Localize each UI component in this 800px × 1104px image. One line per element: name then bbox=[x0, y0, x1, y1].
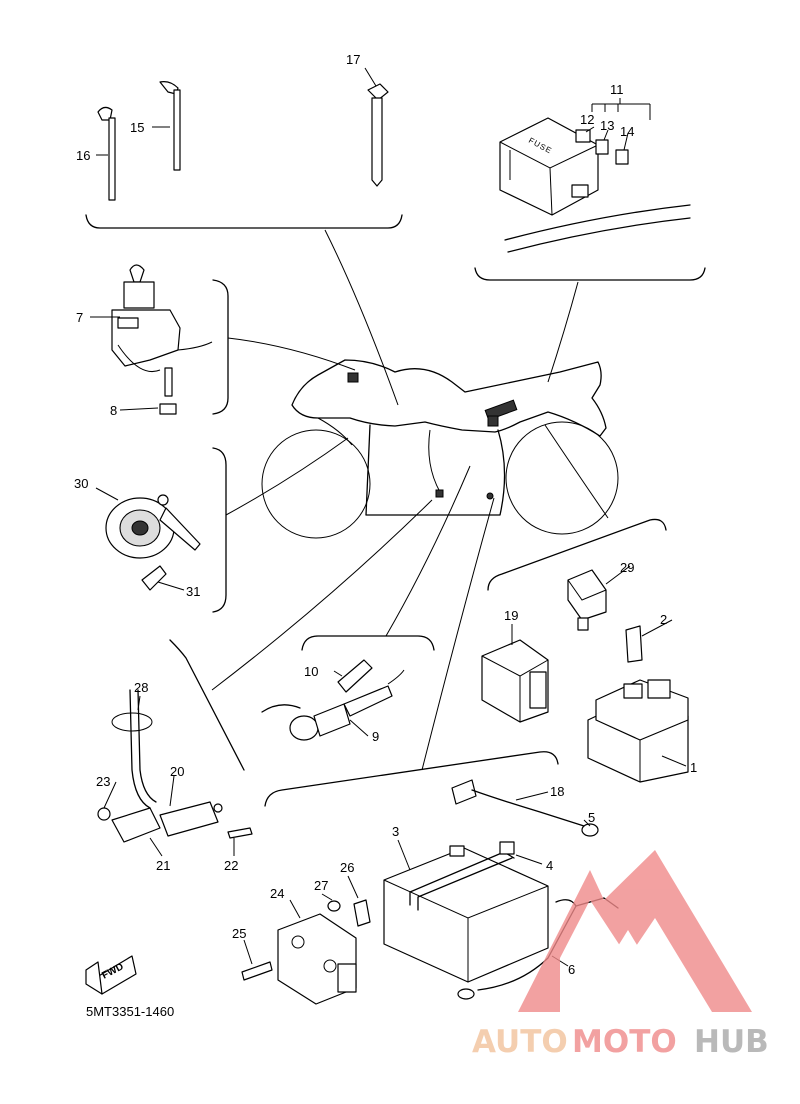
callout-26: 26 bbox=[340, 860, 354, 875]
sensor-9 bbox=[261, 669, 405, 741]
rectifier bbox=[241, 899, 371, 1005]
callout-17: 17 bbox=[346, 52, 360, 67]
cable-tie-17 bbox=[367, 83, 389, 187]
fwd-arrow-icon: FWD bbox=[85, 955, 137, 995]
callout-6: 6 bbox=[568, 962, 575, 977]
motorcycle-outline bbox=[261, 359, 619, 539]
starter-relay bbox=[587, 625, 689, 783]
callout-7: 7 bbox=[76, 310, 83, 325]
callout-25: 25 bbox=[232, 926, 246, 941]
callout-8: 8 bbox=[110, 403, 117, 418]
watermark-logo: AUTO MOTO HUB bbox=[472, 850, 769, 1060]
watermark-moto: MOTO bbox=[572, 1024, 677, 1060]
callout-labels: 16 15 17 11 12 13 14 7 8 30 31 29 19 2 1… bbox=[74, 52, 697, 977]
callout-18: 18 bbox=[550, 784, 564, 799]
callout-28: 28 bbox=[134, 680, 148, 695]
callout-30: 30 bbox=[74, 476, 88, 491]
sidestand-switch bbox=[97, 689, 253, 843]
callout-1: 1 bbox=[690, 760, 697, 775]
battery bbox=[383, 779, 619, 1000]
callout-5: 5 bbox=[588, 810, 595, 825]
callout-16: 16 bbox=[76, 148, 90, 163]
callout-4: 4 bbox=[546, 858, 553, 873]
callout-12: 12 bbox=[580, 112, 594, 127]
callout-2: 2 bbox=[660, 612, 667, 627]
watermark-auto: AUTO bbox=[472, 1024, 568, 1060]
callout-9: 9 bbox=[372, 729, 379, 744]
callout-27: 27 bbox=[314, 878, 328, 893]
callout-11: 11 bbox=[610, 82, 624, 97]
callout-31: 31 bbox=[186, 584, 200, 599]
callout-14: 14 bbox=[620, 124, 634, 139]
callout-22: 22 bbox=[224, 858, 238, 873]
callout-10: 10 bbox=[304, 664, 318, 679]
callout-3: 3 bbox=[392, 824, 399, 839]
leader-lines bbox=[211, 229, 609, 771]
callout-23: 23 bbox=[96, 774, 110, 789]
callout-21: 21 bbox=[156, 858, 170, 873]
callout-19: 19 bbox=[504, 608, 518, 623]
callout-13: 13 bbox=[600, 118, 614, 133]
watermark-hub: HUB bbox=[694, 1024, 769, 1060]
fuse-box: FUSE bbox=[499, 103, 691, 253]
cable-tie-15 bbox=[159, 81, 181, 171]
horn bbox=[105, 494, 201, 591]
diagram-code: 5MT3351-1460 bbox=[86, 1004, 174, 1019]
spacer-10 bbox=[337, 659, 373, 693]
main-switch bbox=[111, 264, 213, 415]
callout-15: 15 bbox=[130, 120, 144, 135]
callout-29: 29 bbox=[620, 560, 634, 575]
group-brackets bbox=[85, 214, 706, 807]
callout-20: 20 bbox=[170, 764, 184, 779]
callout-leaders bbox=[90, 67, 687, 967]
relay-19 bbox=[481, 639, 549, 723]
callout-24: 24 bbox=[270, 886, 284, 901]
cable-tie-16 bbox=[97, 106, 116, 201]
relay-29 bbox=[567, 569, 607, 631]
